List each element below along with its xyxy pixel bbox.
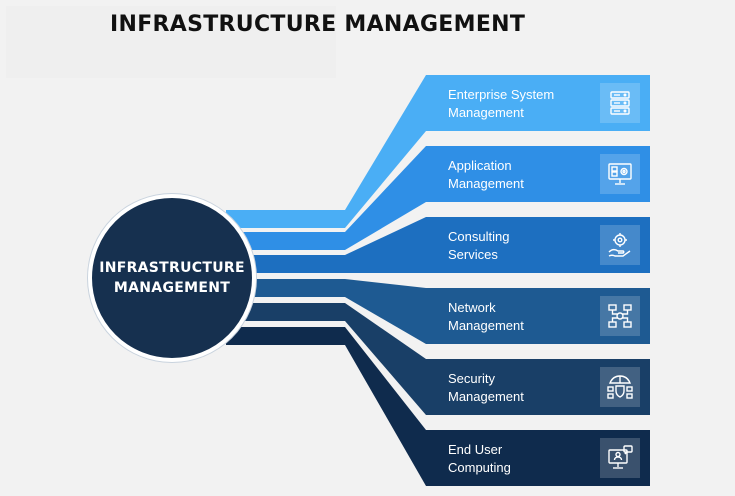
connector-band bbox=[226, 327, 345, 345]
card-label-line2: Management bbox=[448, 175, 524, 191]
card-label-line1: Application bbox=[448, 158, 512, 173]
connector-fan bbox=[345, 303, 426, 415]
card-security-management: Security Management bbox=[426, 359, 650, 415]
connector-fan bbox=[345, 217, 426, 273]
card-label-line1: Enterprise System bbox=[448, 87, 555, 102]
connector-band bbox=[226, 232, 345, 250]
card-label-line1: Security bbox=[448, 371, 495, 386]
card-label: Application Management bbox=[448, 157, 524, 192]
card-label-line2: Management bbox=[448, 317, 524, 333]
connector-band bbox=[226, 255, 345, 273]
card-label-line1: Consulting bbox=[448, 229, 510, 244]
connector-fan bbox=[345, 146, 426, 250]
connector-fan bbox=[345, 75, 426, 228]
hub-label-line1: INFRASTRUCTURE bbox=[99, 260, 245, 276]
card-application-management: Application Management bbox=[426, 146, 650, 202]
card-label-line1: End User bbox=[448, 442, 503, 457]
hub-label-line2: MANAGEMENT bbox=[113, 280, 231, 296]
connector-band bbox=[226, 210, 345, 228]
card-label-line2: Management bbox=[448, 104, 524, 120]
card-label-line1: Network bbox=[448, 300, 496, 315]
monitor-gear-icon bbox=[600, 154, 640, 194]
server-rack-icon bbox=[600, 83, 640, 123]
hub-circle: INFRASTRUCTURE MANAGEMENT bbox=[88, 194, 256, 362]
card-label: End User Computing bbox=[448, 441, 511, 476]
page-title: INFRASTRUCTURE MANAGEMENT bbox=[110, 12, 526, 37]
hand-gear-icon bbox=[600, 225, 640, 265]
card-label-line2: Services bbox=[448, 246, 498, 262]
card-label: Enterprise System Management bbox=[448, 86, 554, 121]
card-label: Consulting Services bbox=[448, 228, 509, 263]
card-end-user-computing: End User Computing bbox=[426, 430, 650, 486]
card-label: Security Management bbox=[448, 370, 524, 405]
card-consulting-services: Consulting Services bbox=[426, 217, 650, 273]
hub-label: INFRASTRUCTURE MANAGEMENT bbox=[99, 258, 245, 298]
card-label-line2: Management bbox=[448, 388, 524, 404]
card-label-line2: Computing bbox=[448, 459, 511, 475]
card-enterprise-system-management: Enterprise System Management bbox=[426, 75, 650, 131]
connector-fan bbox=[345, 327, 426, 486]
card-network-management: Network Management bbox=[426, 288, 650, 344]
title-background bbox=[6, 6, 336, 78]
user-monitor-icon bbox=[600, 438, 640, 478]
connector-fan bbox=[345, 279, 426, 344]
connector-band bbox=[226, 303, 345, 321]
shield-lock-icon bbox=[600, 367, 640, 407]
network-nodes-icon bbox=[600, 296, 640, 336]
card-label: Network Management bbox=[448, 299, 524, 334]
